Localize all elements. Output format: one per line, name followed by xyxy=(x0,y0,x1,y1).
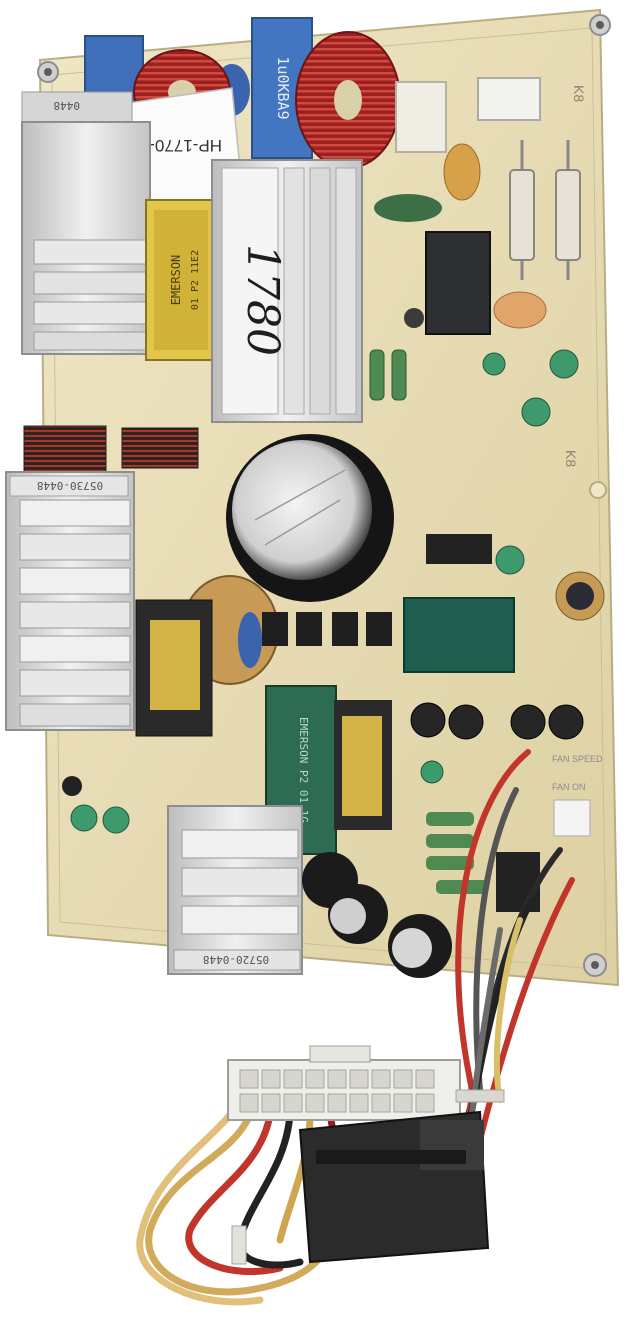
choke-right xyxy=(121,427,199,469)
output-cap-large-3-top xyxy=(392,928,432,968)
relay-white xyxy=(395,81,447,153)
fuse-right xyxy=(555,140,581,280)
y-capacitor-blue-mid xyxy=(238,612,262,668)
small-cap-5 xyxy=(566,582,594,610)
aux-transformer: EMERSON P2 01 1G xyxy=(265,685,392,855)
small-cap-6 xyxy=(420,760,444,784)
toroid-coil-right xyxy=(295,31,401,169)
heatsink-top-label: 0448 xyxy=(54,99,81,112)
transformer-aux-label: EMERSON P2 01 1G xyxy=(297,717,310,823)
choke-left xyxy=(23,425,107,473)
mounting-holes xyxy=(37,14,611,977)
main-transformer: EMERSON 01 P2 11E2 xyxy=(145,199,217,361)
output-cap-large-2-top xyxy=(330,898,366,934)
standby-transformer xyxy=(135,575,279,737)
output-cap-1 xyxy=(410,702,446,738)
output-cap-3 xyxy=(510,704,546,740)
small-cap-4 xyxy=(495,545,525,575)
output-cap-4 xyxy=(548,704,584,740)
transformer-main-sub: 01 P2 11E2 xyxy=(190,250,201,310)
resistor-3 xyxy=(426,812,474,826)
optocoupler-1 xyxy=(262,612,288,646)
small-cap-2 xyxy=(549,349,579,379)
heatsink-bottom: 05720-0448 xyxy=(167,805,303,975)
silk-fan-on: FAN ON xyxy=(552,782,586,792)
small-cap-1 xyxy=(482,352,506,376)
small-transistor xyxy=(404,308,424,328)
silk-k8-top: K8 xyxy=(571,85,587,102)
transformer-main-label: EMERSON xyxy=(169,255,183,306)
small-cap-3 xyxy=(521,397,551,427)
orange-disc-capacitor xyxy=(493,291,547,329)
output-transformer xyxy=(403,597,515,673)
silk-fan-speed: FAN SPEED xyxy=(552,754,603,764)
fan-connector-small xyxy=(553,799,591,837)
small-cap-7 xyxy=(70,804,98,832)
heatsink-left: 05730-0448 xyxy=(5,471,135,731)
fuse-left xyxy=(509,140,535,280)
resistor-5 xyxy=(426,856,474,870)
small-cap-8 xyxy=(102,806,130,834)
green-varistor xyxy=(374,194,442,222)
rectifier xyxy=(426,534,492,564)
ceramic-disc-capacitor xyxy=(443,143,481,201)
resistor-4 xyxy=(426,834,474,848)
relay-black xyxy=(425,231,491,335)
ferrite-clamp xyxy=(298,1110,490,1264)
heatsink-bottom-label: 05720-0448 xyxy=(203,953,269,966)
atx-connector xyxy=(227,1045,505,1121)
heatsink-center-top: 1780 xyxy=(211,159,363,423)
output-cap-2 xyxy=(448,704,484,740)
resistor-2 xyxy=(391,349,407,401)
optocoupler-2 xyxy=(296,612,322,646)
bulk-capacitor xyxy=(226,434,394,602)
fan-connector-top xyxy=(477,77,541,121)
optocoupler-3 xyxy=(332,612,358,646)
handwritten-label: 1780 xyxy=(237,244,288,356)
optocoupler-4 xyxy=(366,612,392,646)
heatsink-upper-left xyxy=(21,121,151,355)
transistor-bottom-left xyxy=(62,776,82,796)
cable-tie-bottom xyxy=(231,1225,247,1265)
resistor-1 xyxy=(369,349,385,401)
cable-tie-top xyxy=(455,1089,505,1103)
heatsink-left-label: 05730-0448 xyxy=(37,479,103,492)
capacitor-blue-label: 1u0KBA9 xyxy=(274,56,292,119)
silk-k8-bottom: K8 xyxy=(563,450,579,467)
